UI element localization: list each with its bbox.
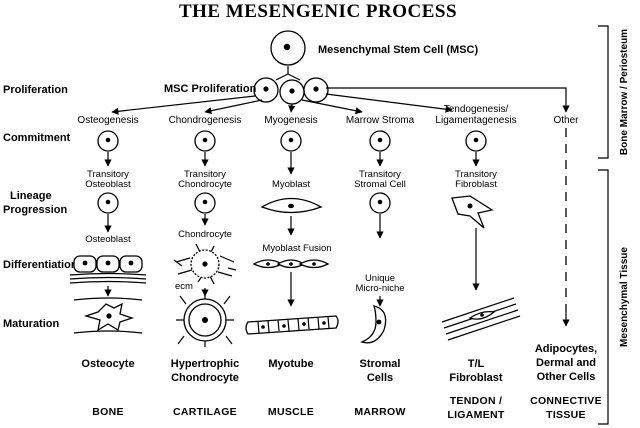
stromal-cell xyxy=(360,305,387,344)
marrow-transitory-label-1: Transitory xyxy=(359,169,401,180)
osteo-transitory-cell xyxy=(97,192,119,214)
msc-proliferation-label: MSC Proliferation xyxy=(164,83,257,95)
osteo-transitory-label-1: Transitory xyxy=(87,169,129,180)
row-label-proliferation: Proliferation xyxy=(3,84,68,96)
tissue-bone: BONE xyxy=(92,406,124,418)
header-other: Other xyxy=(553,115,579,126)
chondro-transitory-label-2: Chondrocyte xyxy=(178,179,232,190)
hypertrophic-label-2: Chondrocyte xyxy=(171,372,239,384)
tissue-tendon: TENDON / xyxy=(450,395,503,407)
header-tendogenesis: Tendogenesis/ xyxy=(444,104,509,115)
row-label-lineage: Lineage xyxy=(10,190,52,202)
tl-fibroblast-label-2: Fibroblast xyxy=(449,372,503,384)
differentiation-arrows xyxy=(104,272,384,307)
side-label-mesenchymal-tissue: Mesenchymal Tissue xyxy=(619,247,630,347)
ecm-label: ecm xyxy=(175,281,193,292)
stromal-label-1: Stromal xyxy=(360,358,401,370)
myo-differentiated-label: Myoblast Fusion xyxy=(262,243,331,254)
bracket-mesenchymal-tissue xyxy=(598,169,609,425)
tissue-marrow: MARROW xyxy=(354,406,405,418)
osteoblast-cells xyxy=(69,255,147,284)
osteocyte-label: Osteocyte xyxy=(81,358,134,370)
row-label-commitment: Commitment xyxy=(3,132,71,144)
osteo-transitory-label-2: Osteoblast xyxy=(85,179,131,190)
row-label-differentiation: Differentiation xyxy=(3,259,78,271)
commitment-cells xyxy=(97,130,487,152)
chondro-transitory-label-1: Transitory xyxy=(184,169,226,180)
osteo-differentiated-label: Osteoblast xyxy=(85,234,131,245)
myoblast-cell xyxy=(260,197,323,214)
hypertrophic-label-1: Hypertrophic xyxy=(171,358,239,370)
stromal-label-2: Cells xyxy=(367,372,393,384)
proliferating-cells xyxy=(253,77,329,105)
marrow-differentiated-label-2: Micro-niche xyxy=(355,283,404,294)
msc-cell xyxy=(270,30,306,66)
tissue-muscle: MUSCLE xyxy=(268,406,314,418)
header-osteogenesis: Osteogenesis xyxy=(77,115,138,126)
myotube-cell xyxy=(245,315,339,335)
header-chondrogenesis: Chondrogenesis xyxy=(169,115,242,126)
row-label-progression: Progression xyxy=(3,204,67,216)
msc-branch-lines xyxy=(275,66,301,81)
tl-fibroblast-label-1: T/L xyxy=(468,358,485,370)
tissue-connective: CONNECTIVE xyxy=(530,395,602,407)
tissue-cartilage: CARTILAGE xyxy=(173,406,237,418)
tendon-fibroblast-cell xyxy=(441,297,521,341)
chondro-transitory-cell xyxy=(194,192,216,214)
other-cells-label-1: Adipocytes, xyxy=(535,343,597,355)
chondrocyte-cell xyxy=(173,243,237,285)
myoblast-fusion-cells xyxy=(252,259,330,269)
tendon-transitory-cell xyxy=(451,195,494,229)
osteocyte-cell xyxy=(73,297,143,334)
side-label-bone-marrow: Bone Marrow / Periosteum xyxy=(619,29,630,155)
other-cells-label-3: Other Cells xyxy=(537,371,596,383)
myotube-label: Myotube xyxy=(268,358,313,370)
bracket-bone-marrow xyxy=(598,25,609,159)
header-marrow-stroma: Marrow Stroma xyxy=(346,115,415,126)
myo-transitory-label: Myoblast xyxy=(272,179,310,190)
header-myogenesis: Myogenesis xyxy=(264,115,317,126)
marrow-differentiated-label-1: Unique xyxy=(365,273,395,284)
diagram-title: THE MESENGENIC PROCESS xyxy=(179,1,457,22)
msc-label: Mesenchymal Stem Cell (MSC) xyxy=(318,44,478,56)
fan-out-arrows xyxy=(111,87,570,115)
tissue-tissue: TISSUE xyxy=(546,409,586,421)
hypertrophic-chondrocyte-cell xyxy=(176,292,234,347)
header-ligamentagenesis: Ligamentagenesis xyxy=(435,115,516,126)
lineage-arrows xyxy=(104,214,480,291)
tendon-transitory-label-2: Fibroblast xyxy=(455,179,497,190)
chondro-differentiated-label: Chondrocyte xyxy=(178,229,232,240)
commitment-arrows xyxy=(104,152,480,175)
tendon-transitory-label-1: Transitory xyxy=(455,169,497,180)
marrow-transitory-label-2: Stromal Cell xyxy=(354,179,406,190)
marrow-transitory-cell xyxy=(369,192,391,214)
tissue-ligament: LIGAMENT xyxy=(447,409,505,421)
other-cells-label-2: Dermal and xyxy=(536,357,596,369)
row-label-maturation: Maturation xyxy=(3,318,60,330)
